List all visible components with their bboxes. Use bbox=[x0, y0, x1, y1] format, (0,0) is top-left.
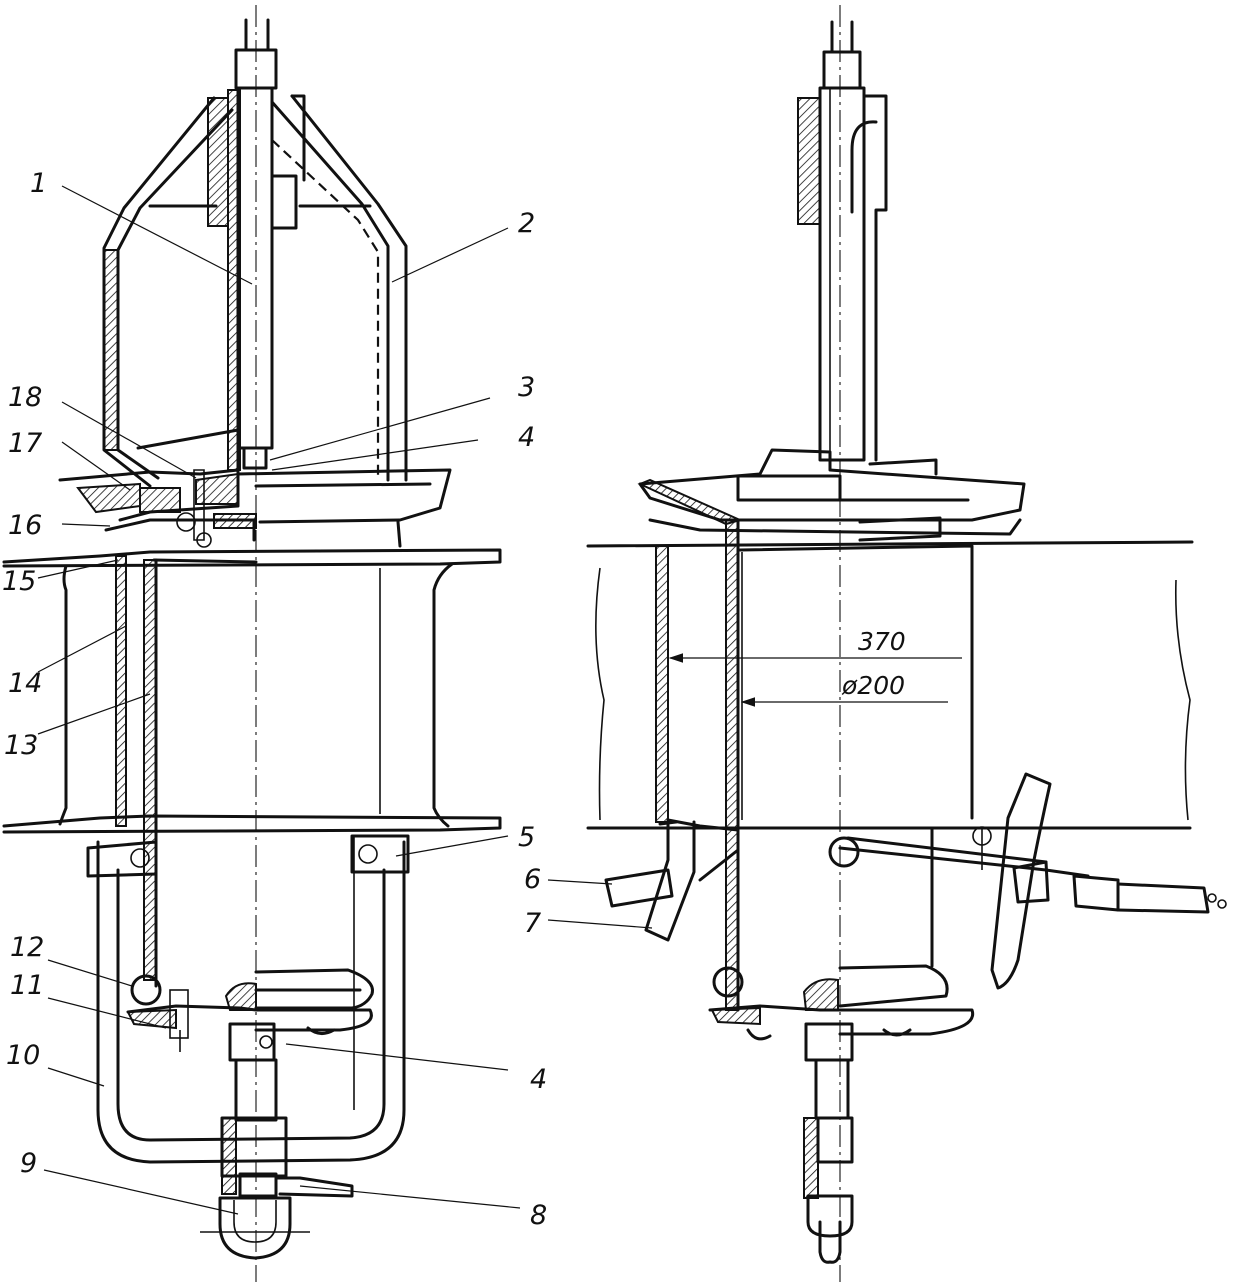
callout-13: 13 bbox=[4, 730, 38, 761]
callout-1: 1 bbox=[30, 168, 47, 199]
callout-11: 11 bbox=[10, 970, 44, 1001]
callout-10: 10 bbox=[6, 1040, 40, 1071]
callout-15: 15 bbox=[2, 566, 36, 597]
callout-5: 5 bbox=[518, 822, 535, 853]
dimension-outer: 370 bbox=[858, 627, 906, 656]
callout-12: 12 bbox=[10, 932, 44, 963]
callout-8: 8 bbox=[530, 1200, 547, 1231]
callout-17: 17 bbox=[8, 428, 42, 459]
callout-18: 18 bbox=[8, 382, 42, 413]
callout-4b: 4 bbox=[530, 1064, 547, 1095]
callout-9: 9 bbox=[20, 1148, 37, 1179]
callout-3: 3 bbox=[518, 372, 535, 403]
callout-14: 14 bbox=[8, 668, 42, 699]
right-section-view: 370 ø200 bbox=[586, 5, 1227, 1282]
left-section-view bbox=[2, 5, 502, 1282]
dimension-inner: ø200 bbox=[841, 671, 905, 700]
callout-6: 6 bbox=[524, 864, 541, 895]
callout-2: 2 bbox=[518, 208, 535, 239]
callout-4a: 4 bbox=[518, 422, 535, 453]
callout-leaders bbox=[37, 185, 653, 1215]
callout-16: 16 bbox=[8, 510, 42, 541]
callout-7: 7 bbox=[524, 908, 541, 939]
callout-labels: 1 2 3 4 4 5 6 7 8 9 10 11 12 13 14 15 16… bbox=[2, 168, 547, 1231]
